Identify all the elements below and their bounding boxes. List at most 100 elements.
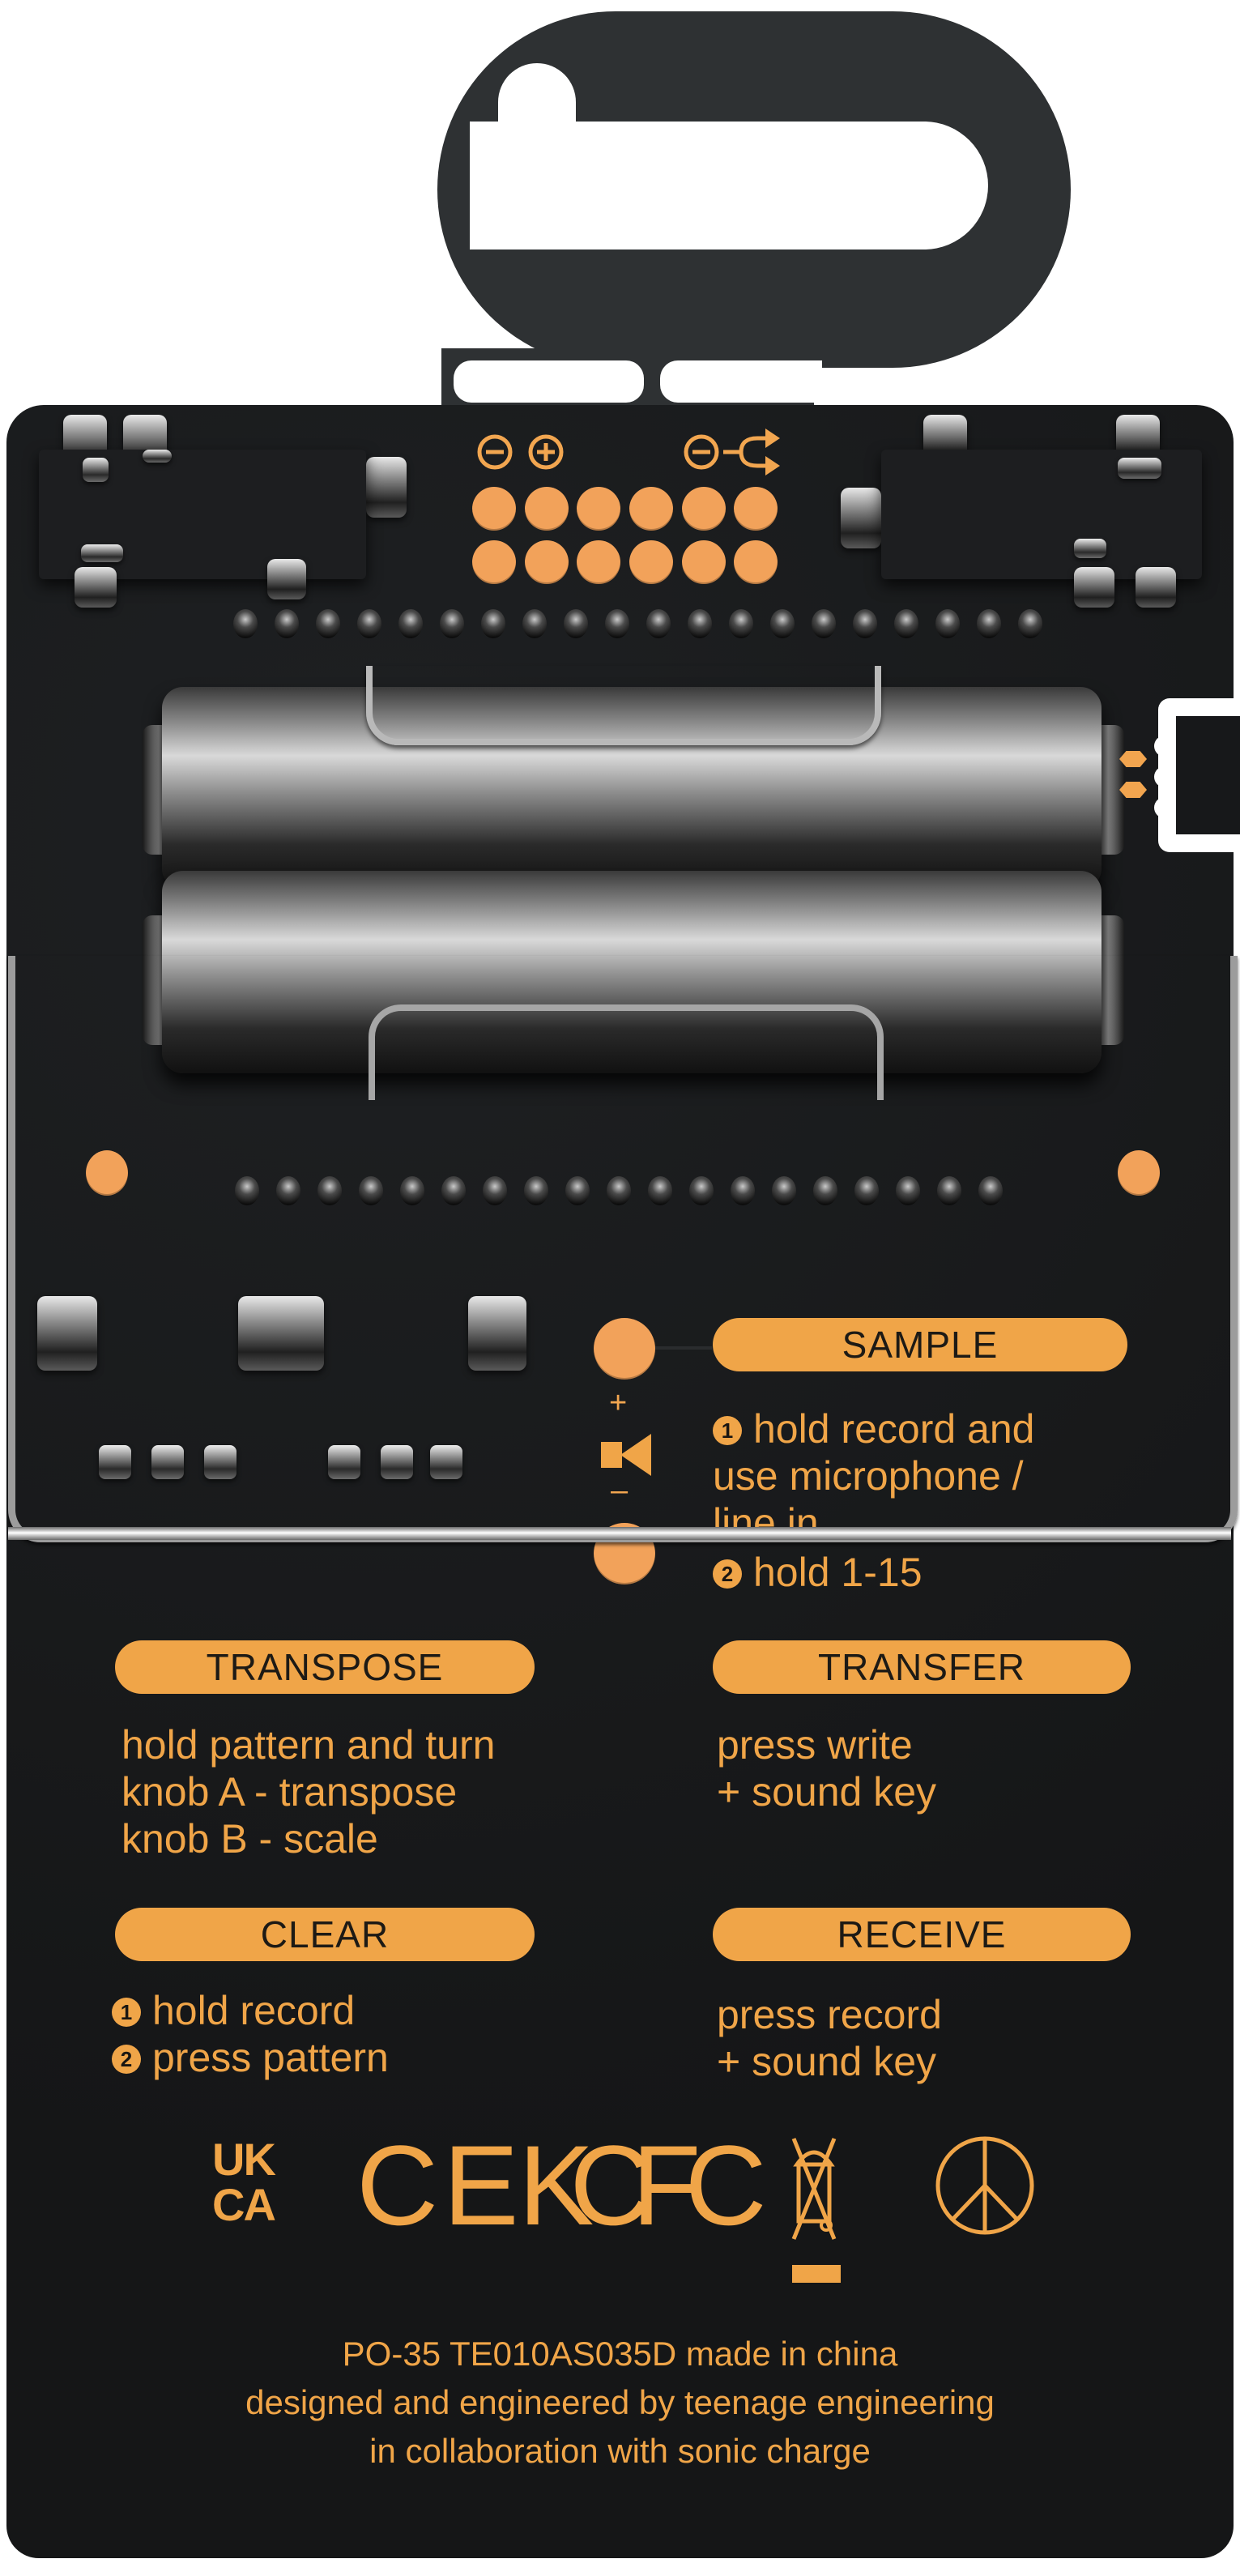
- solder-joint: [853, 609, 877, 638]
- sample-step-1-text: hold record and: [753, 1406, 1035, 1452]
- weee-bar: [792, 2265, 841, 2283]
- footer-line-1: PO-35 TE010AS035D made in china: [342, 2335, 898, 2373]
- battery-contact-left-5: [267, 559, 306, 599]
- footer-line-3: in collaboration with sonic charge: [369, 2432, 871, 2470]
- notch-hole: [1154, 736, 1175, 757]
- solder-joint: [275, 609, 299, 638]
- solder-joint: [770, 609, 795, 638]
- speaker-plus: +: [609, 1386, 628, 1420]
- notch-inner: [1176, 716, 1240, 834]
- transfer-heading: TRANSFER: [713, 1640, 1131, 1694]
- battery-contact-right-4: [1074, 567, 1114, 608]
- notch-hole: [1154, 797, 1175, 818]
- ukca-mark-icon: UK CA: [212, 2134, 276, 2228]
- sample-step-2-text: hold 1-15: [753, 1550, 923, 1595]
- solder-joint: [481, 609, 505, 638]
- clear-step-1-text: hold record: [152, 1988, 356, 2033]
- pad: [525, 487, 569, 531]
- battery-contact-left-3: [366, 457, 407, 518]
- solder-joint: [731, 1176, 755, 1205]
- solder-joint: [894, 609, 918, 638]
- volume-down-icon: [477, 434, 513, 470]
- mic-pad: [594, 1318, 655, 1380]
- sample-step-1-line2: use microphone /: [713, 1453, 1024, 1499]
- wire-stand-top: [8, 1527, 1231, 1540]
- battery-aaa-1: [162, 687, 1102, 889]
- solder-joint: [524, 1176, 548, 1205]
- connector-pin: [143, 450, 172, 463]
- led-indicator: [1119, 751, 1147, 767]
- solder-joint: [605, 609, 629, 638]
- hanger-hole-left: [470, 122, 518, 249]
- solder-joint: [400, 1176, 424, 1205]
- clear-step-2-text: press pattern: [152, 2035, 389, 2080]
- battery-aaa-2: [162, 871, 1102, 1073]
- ukca-top: UK: [212, 2134, 276, 2185]
- battery-clip-top: [366, 666, 881, 745]
- switch-contact: [468, 1296, 526, 1371]
- kc-mark-icon: KC: [518, 2122, 652, 2249]
- step-number: 2: [112, 2045, 141, 2074]
- switch-contact: [238, 1296, 324, 1371]
- step-number: 2: [713, 1559, 742, 1589]
- solder-joint: [316, 609, 340, 638]
- switch-contact: [37, 1296, 97, 1371]
- solder-joint: [483, 1176, 507, 1205]
- transfer-line-2: + sound key: [717, 1769, 937, 1815]
- trace-line: [655, 1346, 712, 1350]
- clear-heading: CLEAR: [115, 1908, 535, 1961]
- switch-contact-small: [204, 1445, 236, 1479]
- receive-line-1: press record: [717, 1992, 942, 2037]
- pad: [577, 540, 620, 584]
- solder-joint: [235, 1176, 259, 1205]
- hanger-slot: [454, 360, 644, 403]
- solder-joint: [359, 1176, 383, 1205]
- sample-heading: SAMPLE: [713, 1318, 1127, 1371]
- hanger-slot-right: [660, 360, 822, 403]
- solder-joint: [357, 609, 381, 638]
- solder-joint: [276, 1176, 300, 1205]
- solder-joint: [689, 1176, 714, 1205]
- solder-joint: [812, 609, 836, 638]
- sample-step-1: 1 hold record and: [713, 1405, 1034, 1452]
- speaker-icon: [601, 1434, 651, 1476]
- solder-joint: [565, 1176, 590, 1205]
- solder-joint: [648, 1176, 672, 1205]
- battery-contact-left-4: [75, 567, 117, 608]
- solder-joint: [978, 1176, 1003, 1205]
- solder-joint: [813, 1176, 837, 1205]
- switch-contact-small: [99, 1445, 131, 1479]
- transpose-line-2: knob A - transpose: [121, 1769, 458, 1815]
- solder-joint: [440, 609, 464, 638]
- side-pad-left: [86, 1150, 128, 1196]
- connector-pin: [81, 544, 123, 562]
- solder-joint: [729, 609, 753, 638]
- pad: [525, 540, 569, 584]
- receive-heading: RECEIVE: [713, 1908, 1131, 1961]
- transfer-line-1: press write: [717, 1722, 913, 1768]
- step-number: 1: [713, 1416, 742, 1445]
- pad: [682, 487, 726, 531]
- peace-icon: [935, 2136, 1034, 2235]
- solder-joint: [977, 609, 1001, 638]
- solder-joint: [317, 1176, 342, 1205]
- solder-joint: [564, 609, 588, 638]
- pad: [682, 540, 726, 584]
- solder-joint: [937, 1176, 961, 1205]
- notch-hole: [1154, 766, 1175, 787]
- ce-mark-icon: CE: [356, 2122, 524, 2249]
- switch-contact-small: [151, 1445, 184, 1479]
- solder-joint: [607, 1176, 631, 1205]
- pad: [734, 487, 778, 531]
- led-indicator: [1119, 782, 1147, 798]
- clear-step-2: 2 press pattern: [112, 2034, 389, 2081]
- receive-line-2: + sound key: [717, 2039, 937, 2084]
- volume-up-icon: [528, 434, 564, 470]
- pad: [472, 487, 516, 531]
- hanger-hole: [470, 122, 988, 249]
- solder-joint: [398, 609, 423, 638]
- battery-contact-right-5: [1136, 567, 1176, 608]
- pad: [629, 487, 673, 531]
- battery-contact-right-3: [841, 488, 881, 548]
